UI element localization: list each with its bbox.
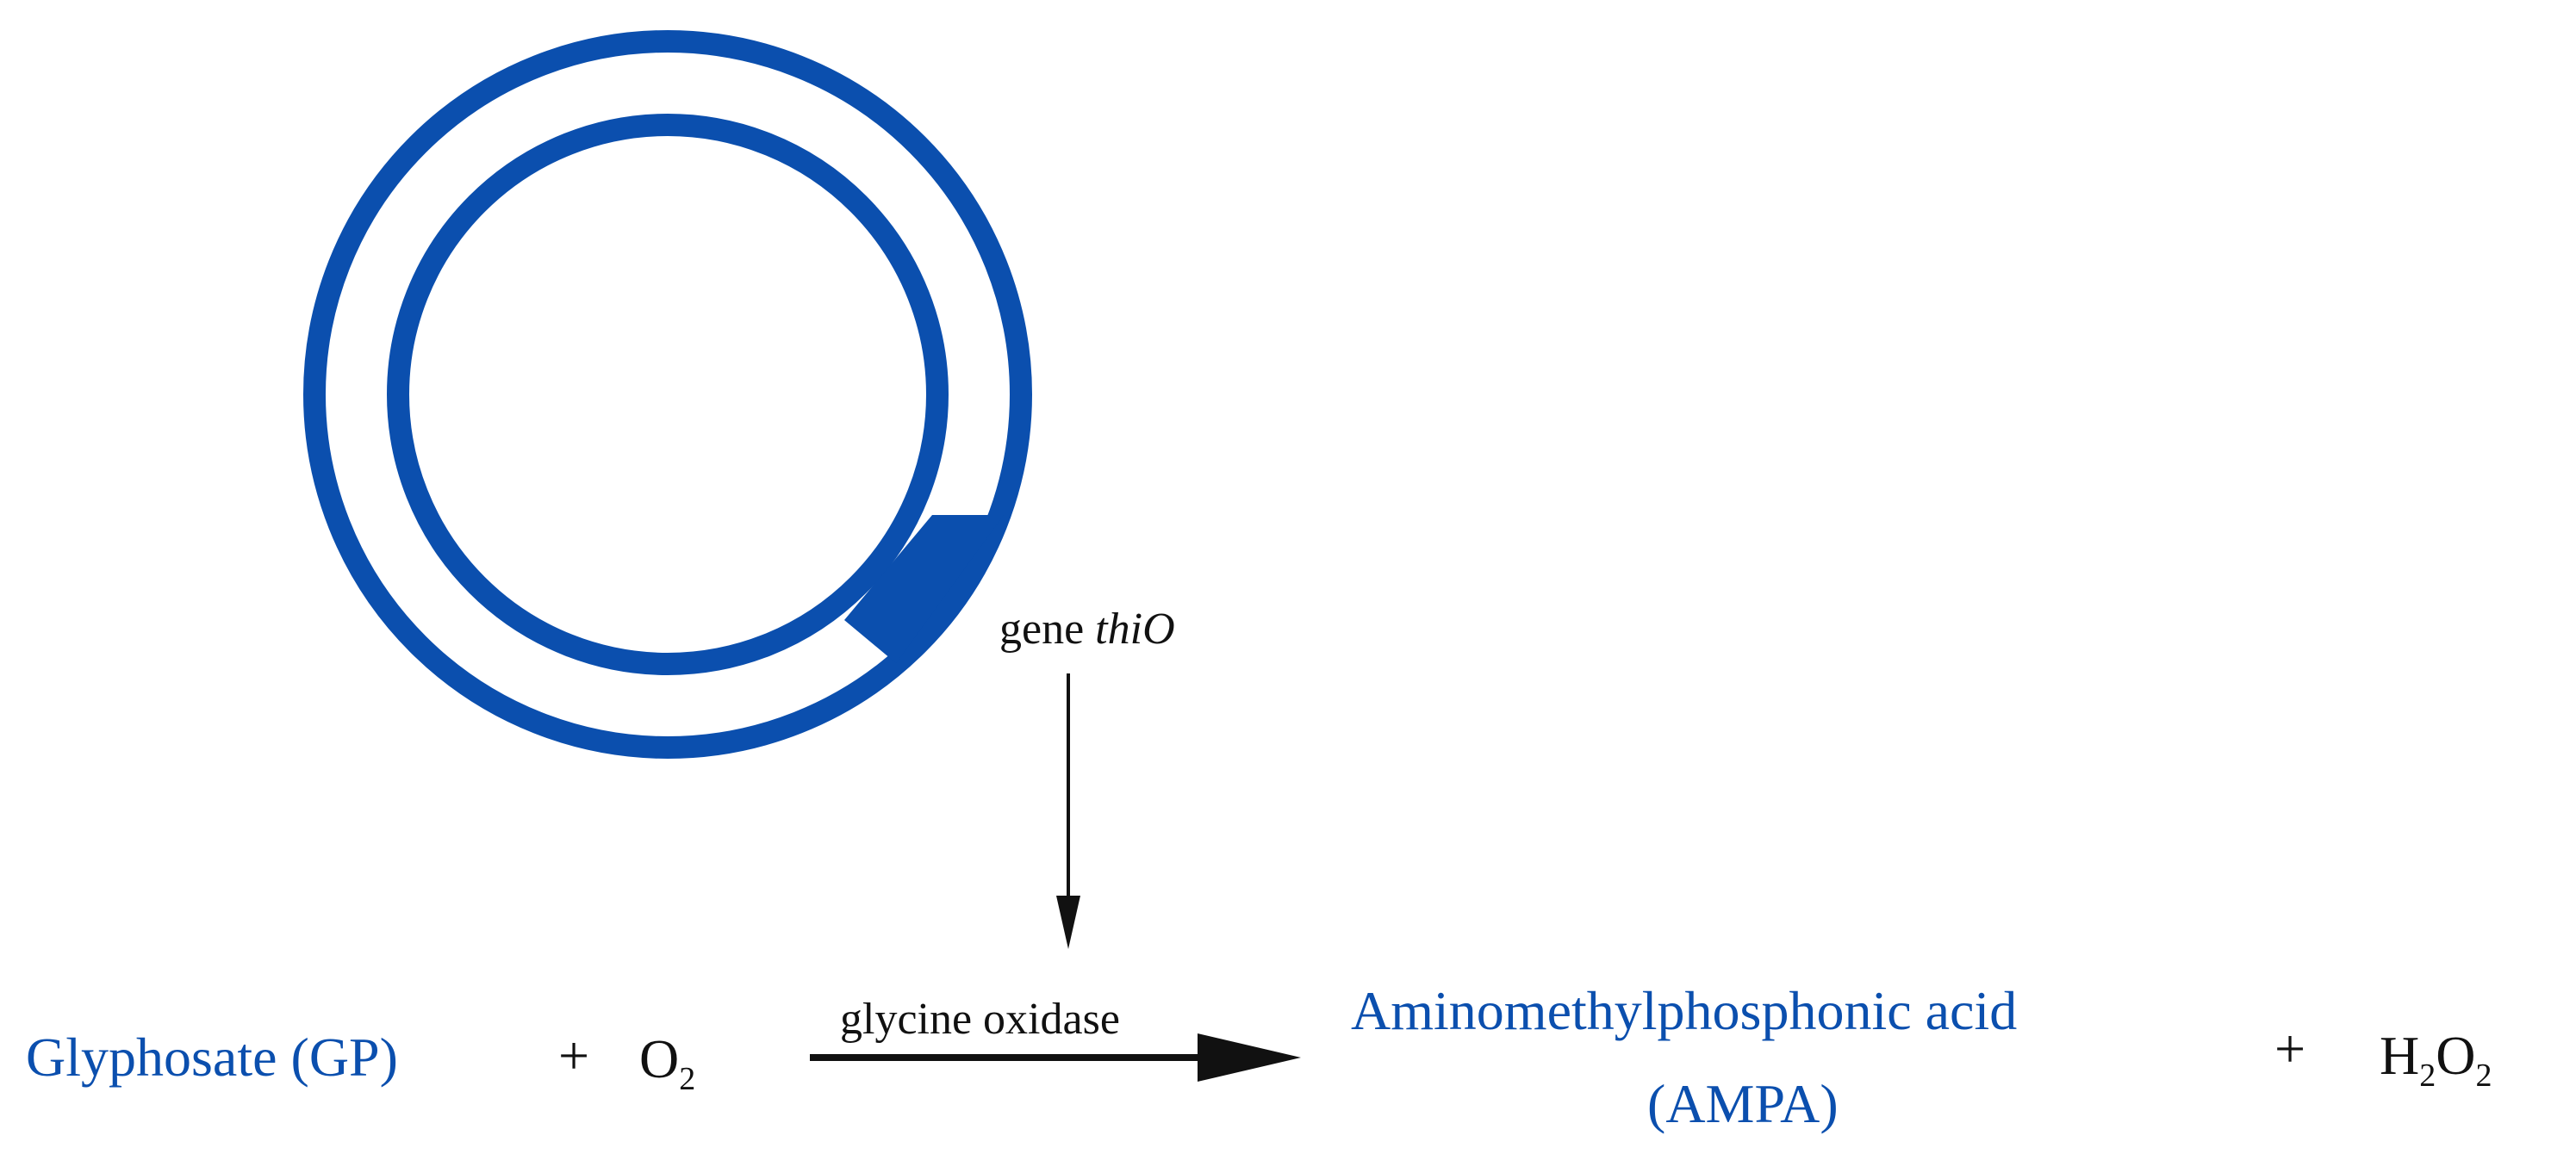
h-subscript: 2 (2419, 1058, 2436, 1094)
reactant-oxygen: O2 (639, 1032, 696, 1097)
product-hydrogen-peroxide: H2O2 (2380, 1025, 2492, 1094)
gene-name: thiO (1095, 605, 1175, 654)
plus-sign-2: + (2274, 1018, 2306, 1079)
o-subscript: 2 (2475, 1058, 2492, 1094)
plus-sign-1: + (558, 1025, 590, 1086)
enzyme-label: glycine oxidase (840, 995, 1120, 1044)
reaction-arrow-head (1198, 1033, 1301, 1082)
h-symbol: H (2380, 1025, 2420, 1086)
gene-block (844, 515, 1004, 663)
product-ampa-line2: (AMPA) (1647, 1073, 1839, 1134)
plasmid-inner-ring (387, 114, 949, 675)
reactant-glyphosate: Glyphosate (GP) (26, 1027, 398, 1088)
gene-label: gene thiO (999, 607, 1175, 652)
product-ampa-line1: Aminomethylphosphonic acid (1351, 980, 2018, 1041)
gene-arrow-head (1056, 896, 1080, 949)
oxygen-subscript: 2 (679, 1061, 696, 1097)
plasmid-outer-ring (303, 30, 1032, 759)
o-symbol: O (2436, 1025, 2476, 1086)
gene-label-prefix: gene (999, 605, 1085, 654)
oxygen-symbol: O (639, 1028, 680, 1089)
